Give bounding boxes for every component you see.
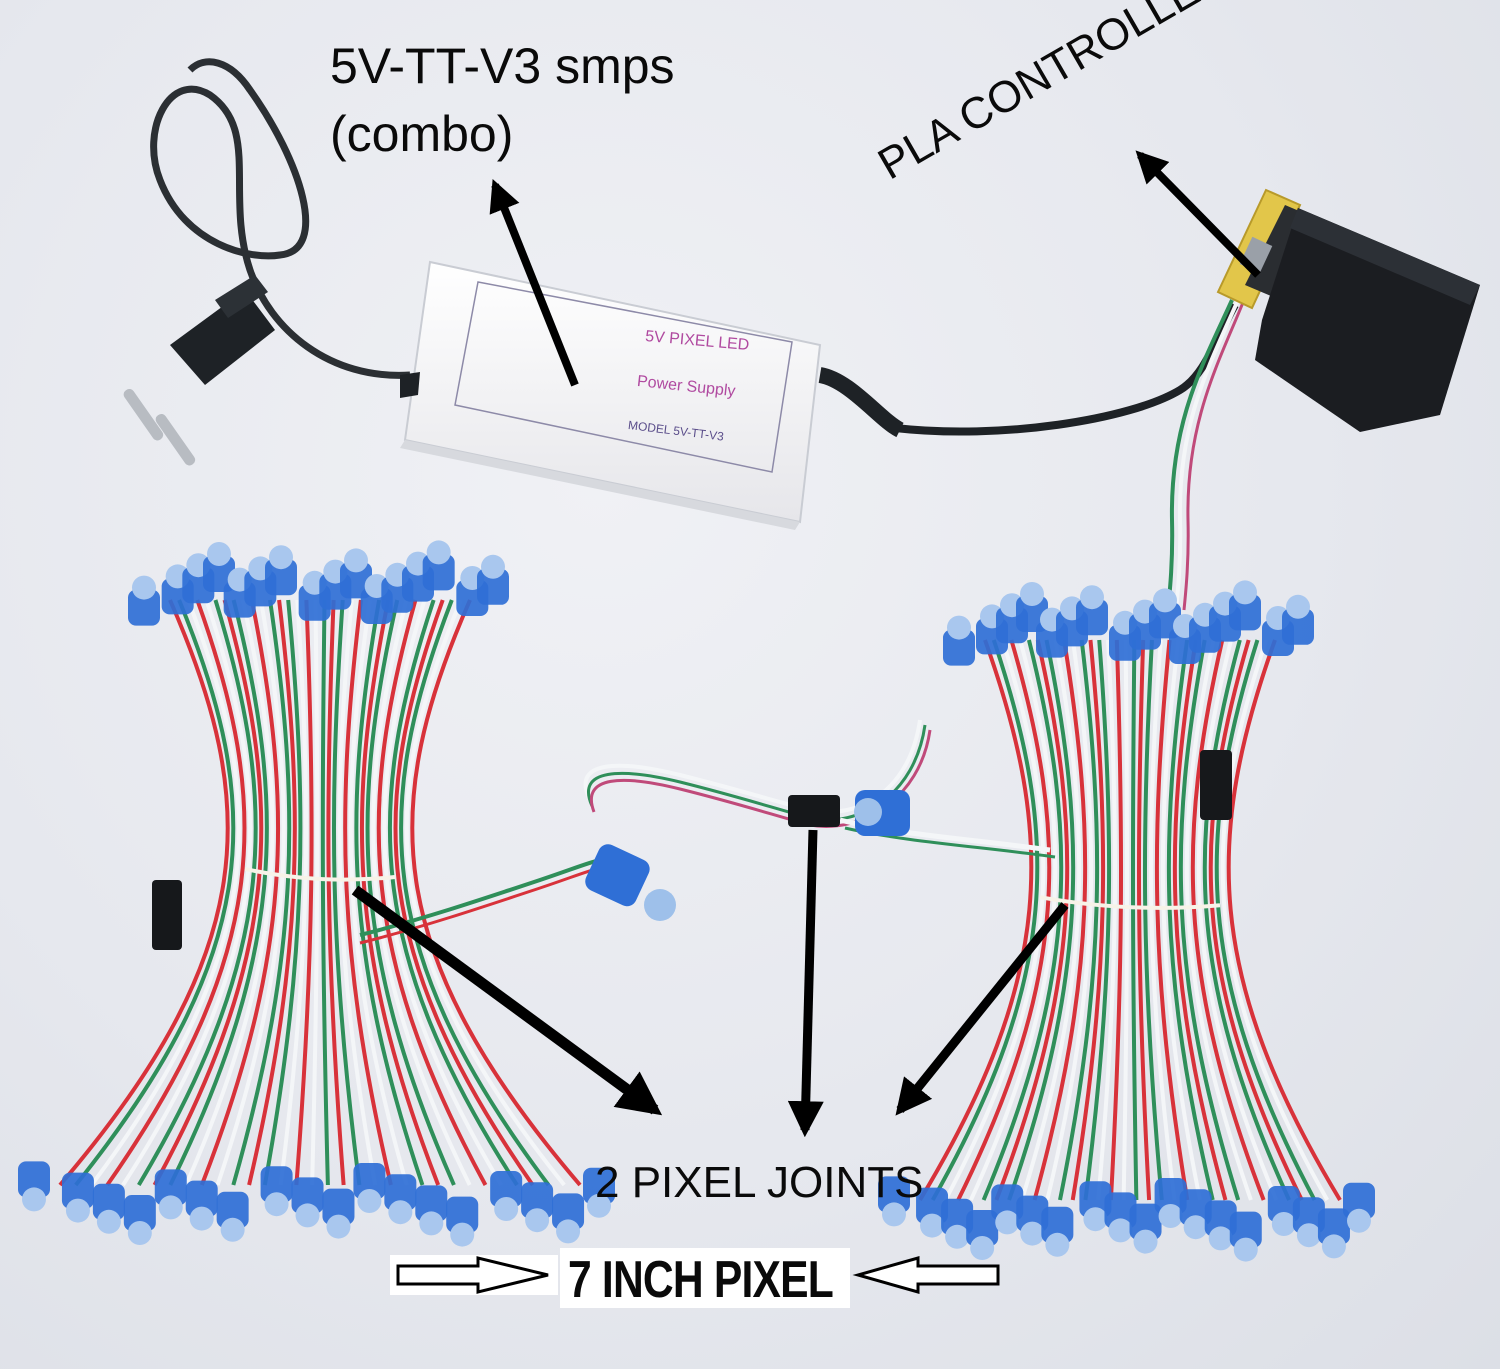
pixel-led-icon [203, 556, 235, 592]
arrow-to-controller [1135, 150, 1261, 278]
pixel-led-icon [1041, 1206, 1074, 1243]
connector-joint-left [152, 880, 182, 950]
connector-joint-center [788, 795, 840, 827]
pixel-led-icon [1204, 1200, 1237, 1237]
rubber-band [1039, 895, 1221, 910]
pixel-led-icon [1317, 1208, 1350, 1245]
pixel-led-icon [322, 1188, 355, 1225]
pixel-led-icon [154, 1169, 187, 1206]
hollow-arrow-left [852, 1256, 1000, 1294]
pixel-led-icon [966, 1210, 999, 1246]
rubber-band [244, 866, 396, 882]
pixel-led-icon [1229, 594, 1261, 631]
pixel-led-icon [1079, 1181, 1112, 1218]
plug-icon [123, 275, 275, 466]
controller-enclosure [1255, 208, 1480, 432]
pixel-led-head [854, 790, 910, 836]
pixel-led-icon [490, 1171, 523, 1207]
pixel-led-icon [340, 562, 372, 599]
pixel-led-icon [61, 1172, 94, 1209]
pixel-led-head [585, 844, 676, 921]
pixel-led-icon [1104, 1192, 1137, 1229]
pixel-led-icon [1343, 1182, 1375, 1219]
pixel-led-icon [260, 1166, 293, 1203]
hollow-arrow-right [390, 1255, 558, 1295]
pixel-led-icon [216, 1191, 249, 1228]
arrow-to-left-joint [351, 885, 663, 1116]
smps-combo-label: (combo) [330, 106, 514, 162]
pixel-led-icon [583, 1167, 615, 1204]
arrow-to-right-joint [895, 902, 1069, 1116]
pixel-led-icon [415, 1185, 448, 1222]
pixel-led-icon [1267, 1186, 1300, 1222]
pixel-led-icon [552, 1193, 585, 1230]
pixel-led-icon [521, 1182, 554, 1219]
pixel-led-icon [943, 629, 975, 666]
smps-label: 5V-TT-V3 smps [330, 38, 675, 94]
pixel-led-icon [185, 1180, 218, 1217]
pixel-led-icon [878, 1176, 910, 1213]
pixel-size-label: 7 INCH PIXEL [568, 1251, 834, 1309]
pixel-led-icon [384, 1174, 417, 1211]
pixel-led-icon [991, 1184, 1024, 1221]
pixel-led-icon [291, 1177, 324, 1214]
pixel-led-icon [941, 1198, 974, 1235]
output-cable [894, 299, 1246, 611]
joints-label: 2 PIXEL JOINTS [595, 1158, 924, 1207]
pixel-led-icon [1076, 599, 1108, 636]
pixel-led-icon [446, 1196, 479, 1233]
pixel-led-icon [1292, 1197, 1325, 1234]
pixel-led-icon [18, 1161, 50, 1198]
pixel-led-icon [1154, 1178, 1187, 1214]
pixel-led-icon [353, 1163, 386, 1199]
label-backdrop [560, 1248, 850, 1308]
pixel-led-icon [128, 589, 160, 626]
pixel-led-icon [1016, 1195, 1049, 1232]
pixel-led-icon [1129, 1203, 1162, 1240]
pixel-led-icon [477, 568, 509, 605]
pixel-led-icon [1179, 1189, 1212, 1226]
pixel-led-icon [916, 1187, 949, 1224]
arrow-to-psu [489, 179, 579, 387]
pixel-led-icon [1229, 1211, 1262, 1248]
joint-cable [359, 719, 1056, 945]
power-supply-box [400, 260, 905, 530]
arrow-to-center-joint [787, 829, 824, 1138]
right-pixel-bundle [878, 580, 1375, 1262]
pixel-led-icon [265, 559, 297, 596]
left-pixel-bundle [18, 540, 615, 1247]
pixel-led-icon [1282, 608, 1314, 645]
pixel-led-icon [123, 1195, 156, 1231]
pixel-led-icon [92, 1183, 125, 1220]
pixel-led-icon [422, 554, 455, 591]
connector-joint-right [1200, 750, 1232, 820]
